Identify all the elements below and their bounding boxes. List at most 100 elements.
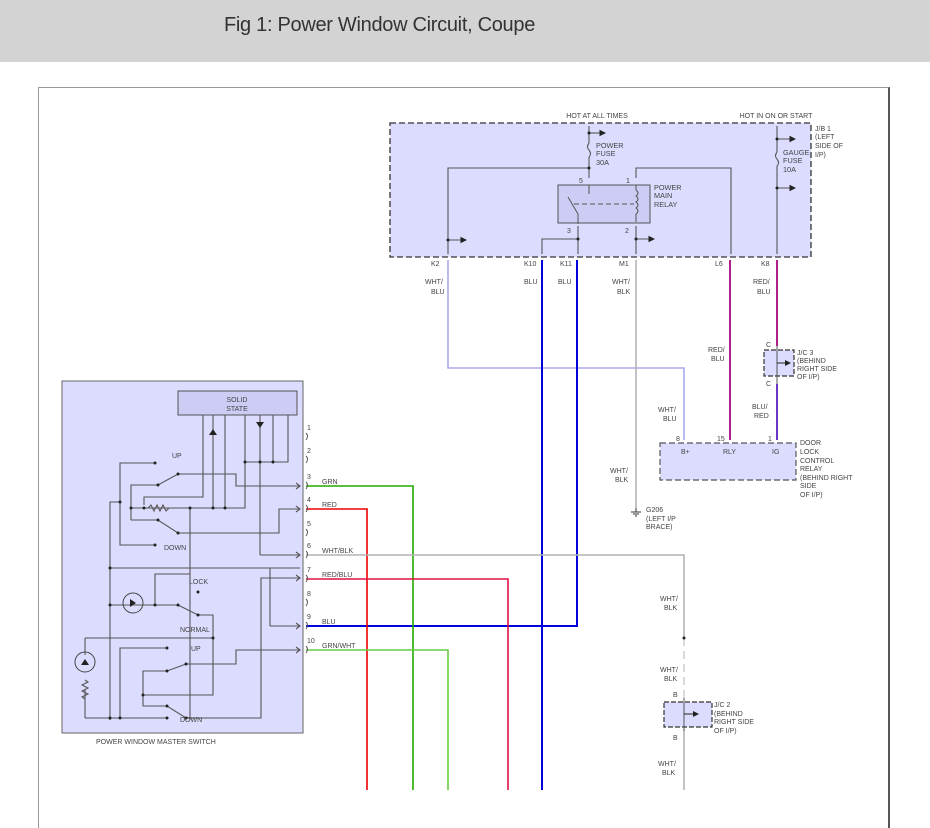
pin-connector-icon xyxy=(305,528,308,537)
door-lock-relay-name-line: LOCK xyxy=(800,449,819,456)
wire-color-label: GRN/WHT xyxy=(322,643,356,650)
jc2-name-line: J/C 2 xyxy=(714,702,730,709)
terminal-bplus-label: B+ xyxy=(681,449,690,456)
junction-connector-jc3: C C J/C 3 (BEHIND RIGHT SIDE OF I/P) xyxy=(763,342,837,388)
pin-connector-icon xyxy=(305,432,308,441)
door-lock-relay-name-line: (BEHIND RIGHT xyxy=(800,475,853,482)
connector-m1: M1 xyxy=(619,261,629,268)
wire-label: BLU xyxy=(663,416,677,423)
switch-label-lock: LOCK xyxy=(189,579,208,586)
jc3-pin-top: C xyxy=(766,342,771,349)
door-lock-relay-name-line: CONTROL xyxy=(800,458,834,465)
wire-label: WHT/ xyxy=(658,407,676,414)
relay-pin-2: 2 xyxy=(625,228,629,235)
switch-label-up: UP xyxy=(191,646,201,653)
junction-connector-jc2: B B J/C 2 (BEHIND RIGHT SIDE OF I/P) xyxy=(663,692,754,742)
jb1-name-line: J/B 1 xyxy=(815,126,831,133)
door-lock-relay-name-line: SIDE xyxy=(800,483,817,490)
wire-label: WHT/ xyxy=(612,279,630,286)
pin-connector-icon xyxy=(305,455,308,464)
connector-k8: K8 xyxy=(761,261,770,268)
master-switch-name: POWER WINDOW MASTER SWITCH xyxy=(96,739,216,746)
switch-label-down: DOWN xyxy=(164,545,186,552)
wire-label: BLU/ xyxy=(752,404,768,411)
diode-icon xyxy=(209,429,217,435)
switch-label-normal: NORMAL xyxy=(180,627,210,634)
wire-pin6-wht-blk xyxy=(306,554,685,638)
junction-block-jb1: HOT AT ALL TIMES HOT IN ON OR START J/B … xyxy=(389,113,843,268)
pin-connector-icon xyxy=(305,574,308,583)
jc3-name-line: J/C 3 xyxy=(797,350,813,357)
wire-label: BLU xyxy=(558,279,572,286)
terminal-rly-label: RLY xyxy=(723,449,736,456)
relay-terminal-pin: 15 xyxy=(717,436,725,443)
hot-at-all-times-label: HOT AT ALL TIMES xyxy=(566,113,628,120)
wire-label: BLK xyxy=(662,770,676,777)
jc2-pin-top: B xyxy=(673,692,678,699)
pin-connector-icon xyxy=(305,504,308,513)
jc3-name-line: RIGHT SIDE xyxy=(797,366,837,373)
switch-pin-number: 3 xyxy=(307,474,311,481)
gauge-fuse-label: FUSE xyxy=(783,156,803,165)
wire-color-label: WHT/BLK xyxy=(322,548,353,555)
pin-connector-icon xyxy=(305,598,308,607)
pin-connector-icon xyxy=(305,645,308,654)
jb1-name-line: I/P) xyxy=(815,152,826,159)
relay-name-line: POWER xyxy=(654,183,682,192)
door-lock-relay-name-line: DOOR xyxy=(800,440,821,447)
ground-g206: G206 (LEFT I/P BRACE) xyxy=(631,507,676,531)
jb1-name-line: (LEFT xyxy=(815,134,835,141)
hot-in-on-or-start-label: HOT IN ON OR START xyxy=(740,113,813,120)
connector-k11: K11 xyxy=(560,261,572,268)
pin-connector-icon xyxy=(305,550,308,559)
switch-pin-number: 6 xyxy=(307,543,311,550)
pin-connector-icon xyxy=(305,481,308,490)
relay-pin-3: 3 xyxy=(567,228,571,235)
wire-label: BLU xyxy=(431,289,445,296)
wire-label: BLK xyxy=(617,289,631,296)
wire-label: WHT/ xyxy=(658,761,676,768)
figure-title: Fig 1: Power Window Circuit, Coupe xyxy=(224,14,536,36)
wire-label: WHT/ xyxy=(660,667,678,674)
jb1-name-line: SIDE OF xyxy=(815,143,843,150)
power-fuse-label: POWER xyxy=(596,141,624,150)
solid-state-label: STATE xyxy=(226,406,248,413)
gauge-fuse-label: GAUGE xyxy=(783,148,809,157)
solid-state-module xyxy=(177,390,298,416)
switch-pin-number: 1 xyxy=(307,425,311,432)
wire-label: WHT/ xyxy=(660,596,678,603)
power-window-master-switch: SOLID STATE xyxy=(61,380,304,746)
connector-k2: K2 xyxy=(431,261,440,268)
pin-connector-icon xyxy=(305,621,308,630)
wire-label: BLK xyxy=(664,676,678,683)
wire-pin10-grn-wht xyxy=(306,649,449,790)
wire-pin7-red-blu xyxy=(306,578,509,790)
zener-diode-icon xyxy=(256,422,264,428)
power-fuse-rating: 30A xyxy=(596,158,609,167)
jc2-name-line: (BEHIND xyxy=(714,711,743,718)
door-lock-relay-name-line: RELAY xyxy=(800,466,823,473)
power-fuse-label: FUSE xyxy=(596,149,616,158)
wire-k11-blu xyxy=(306,260,578,627)
wire-label: RED/ xyxy=(753,279,770,286)
gauge-fuse-rating: 10A xyxy=(783,165,796,174)
switch-label-up: UP xyxy=(172,453,182,460)
wire-color-label: RED xyxy=(322,502,337,509)
master-switch-pins: 123GRN4RED56WHT/BLK7RED/BLU89BLU10GRN/WH… xyxy=(305,425,356,654)
ground-name-line: G206 xyxy=(646,507,663,514)
relay-name-line: RELAY xyxy=(654,200,678,209)
wire-label: WHT/ xyxy=(425,279,443,286)
terminal-ig-label: IG xyxy=(772,449,779,456)
jc3-pin-bottom: C xyxy=(766,381,771,388)
connector-k10: K10 xyxy=(524,261,537,268)
wire-k2-wht-blu xyxy=(447,260,685,440)
power-main-relay: POWER MAIN RELAY 5 1 3 2 xyxy=(557,178,682,235)
wire-label: RED xyxy=(754,413,769,420)
wiring-diagram: HOT AT ALL TIMES HOT IN ON OR START J/B … xyxy=(61,113,853,790)
switch-label-down: DOWN xyxy=(180,717,202,724)
jc3-name-line: (BEHIND xyxy=(797,358,826,365)
wire-label: BLU xyxy=(524,279,538,286)
solid-state-label: SOLID xyxy=(226,397,247,404)
wire-label: WHT/ xyxy=(610,468,628,475)
switch-pin-number: 2 xyxy=(307,448,311,455)
